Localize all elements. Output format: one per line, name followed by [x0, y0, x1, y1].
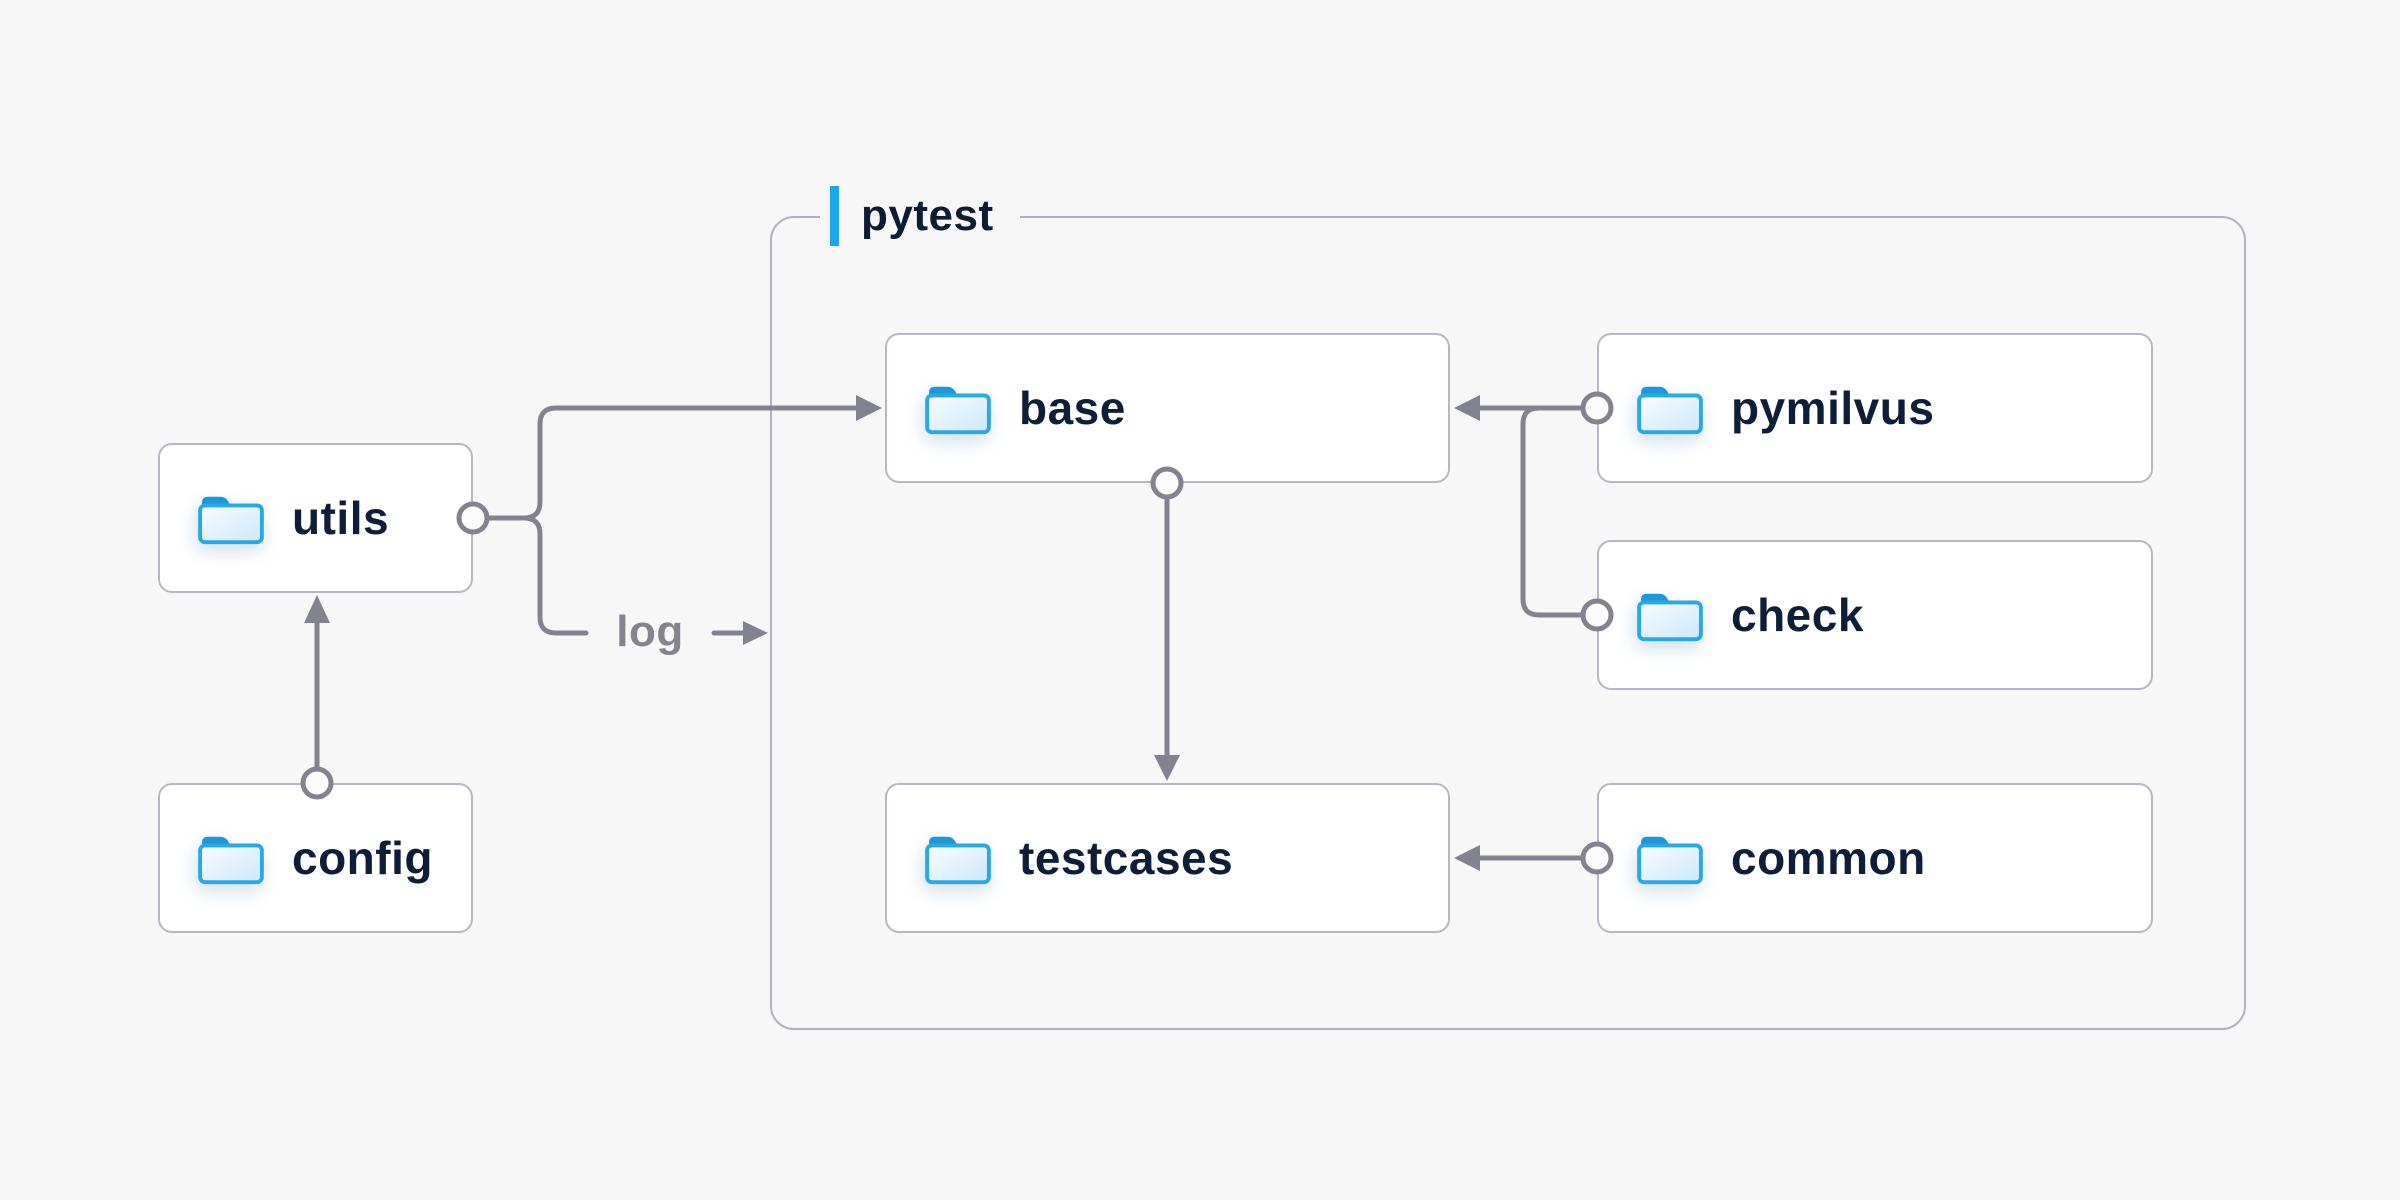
node-label: testcases — [1019, 832, 1234, 884]
node-config: config — [158, 783, 473, 933]
pytest-group-container — [770, 216, 2246, 1030]
node-label: common — [1731, 832, 1926, 884]
node-label: pymilvus — [1731, 382, 1935, 434]
node-label: config — [292, 832, 433, 884]
arrowhead-right-icon — [743, 621, 768, 645]
node-pymilvus: pymilvus — [1597, 333, 2153, 483]
edge-log-arrow — [711, 621, 768, 645]
arrowhead-up-icon — [304, 595, 330, 623]
group-title: pytest — [861, 191, 994, 240]
node-check: check — [1597, 540, 2153, 690]
folder-icon — [1637, 836, 1703, 885]
folder-icon — [198, 836, 264, 885]
accent-bar — [830, 186, 839, 246]
folder-icon — [1637, 386, 1703, 435]
node-common: common — [1597, 783, 2153, 933]
edge-config-utils — [300, 595, 334, 800]
folder-icon — [925, 836, 991, 885]
edge-label-log: log — [616, 607, 684, 656]
pytest-group-label: pytest — [820, 184, 1020, 248]
node-utils: utils — [158, 443, 473, 593]
node-testcases: testcases — [885, 783, 1450, 933]
folder-icon — [1637, 593, 1703, 642]
folder-icon — [925, 386, 991, 435]
node-label: utils — [292, 492, 390, 544]
node-base: base — [885, 333, 1450, 483]
folder-icon — [198, 496, 264, 545]
node-label: base — [1019, 382, 1126, 434]
node-label: check — [1731, 589, 1864, 641]
